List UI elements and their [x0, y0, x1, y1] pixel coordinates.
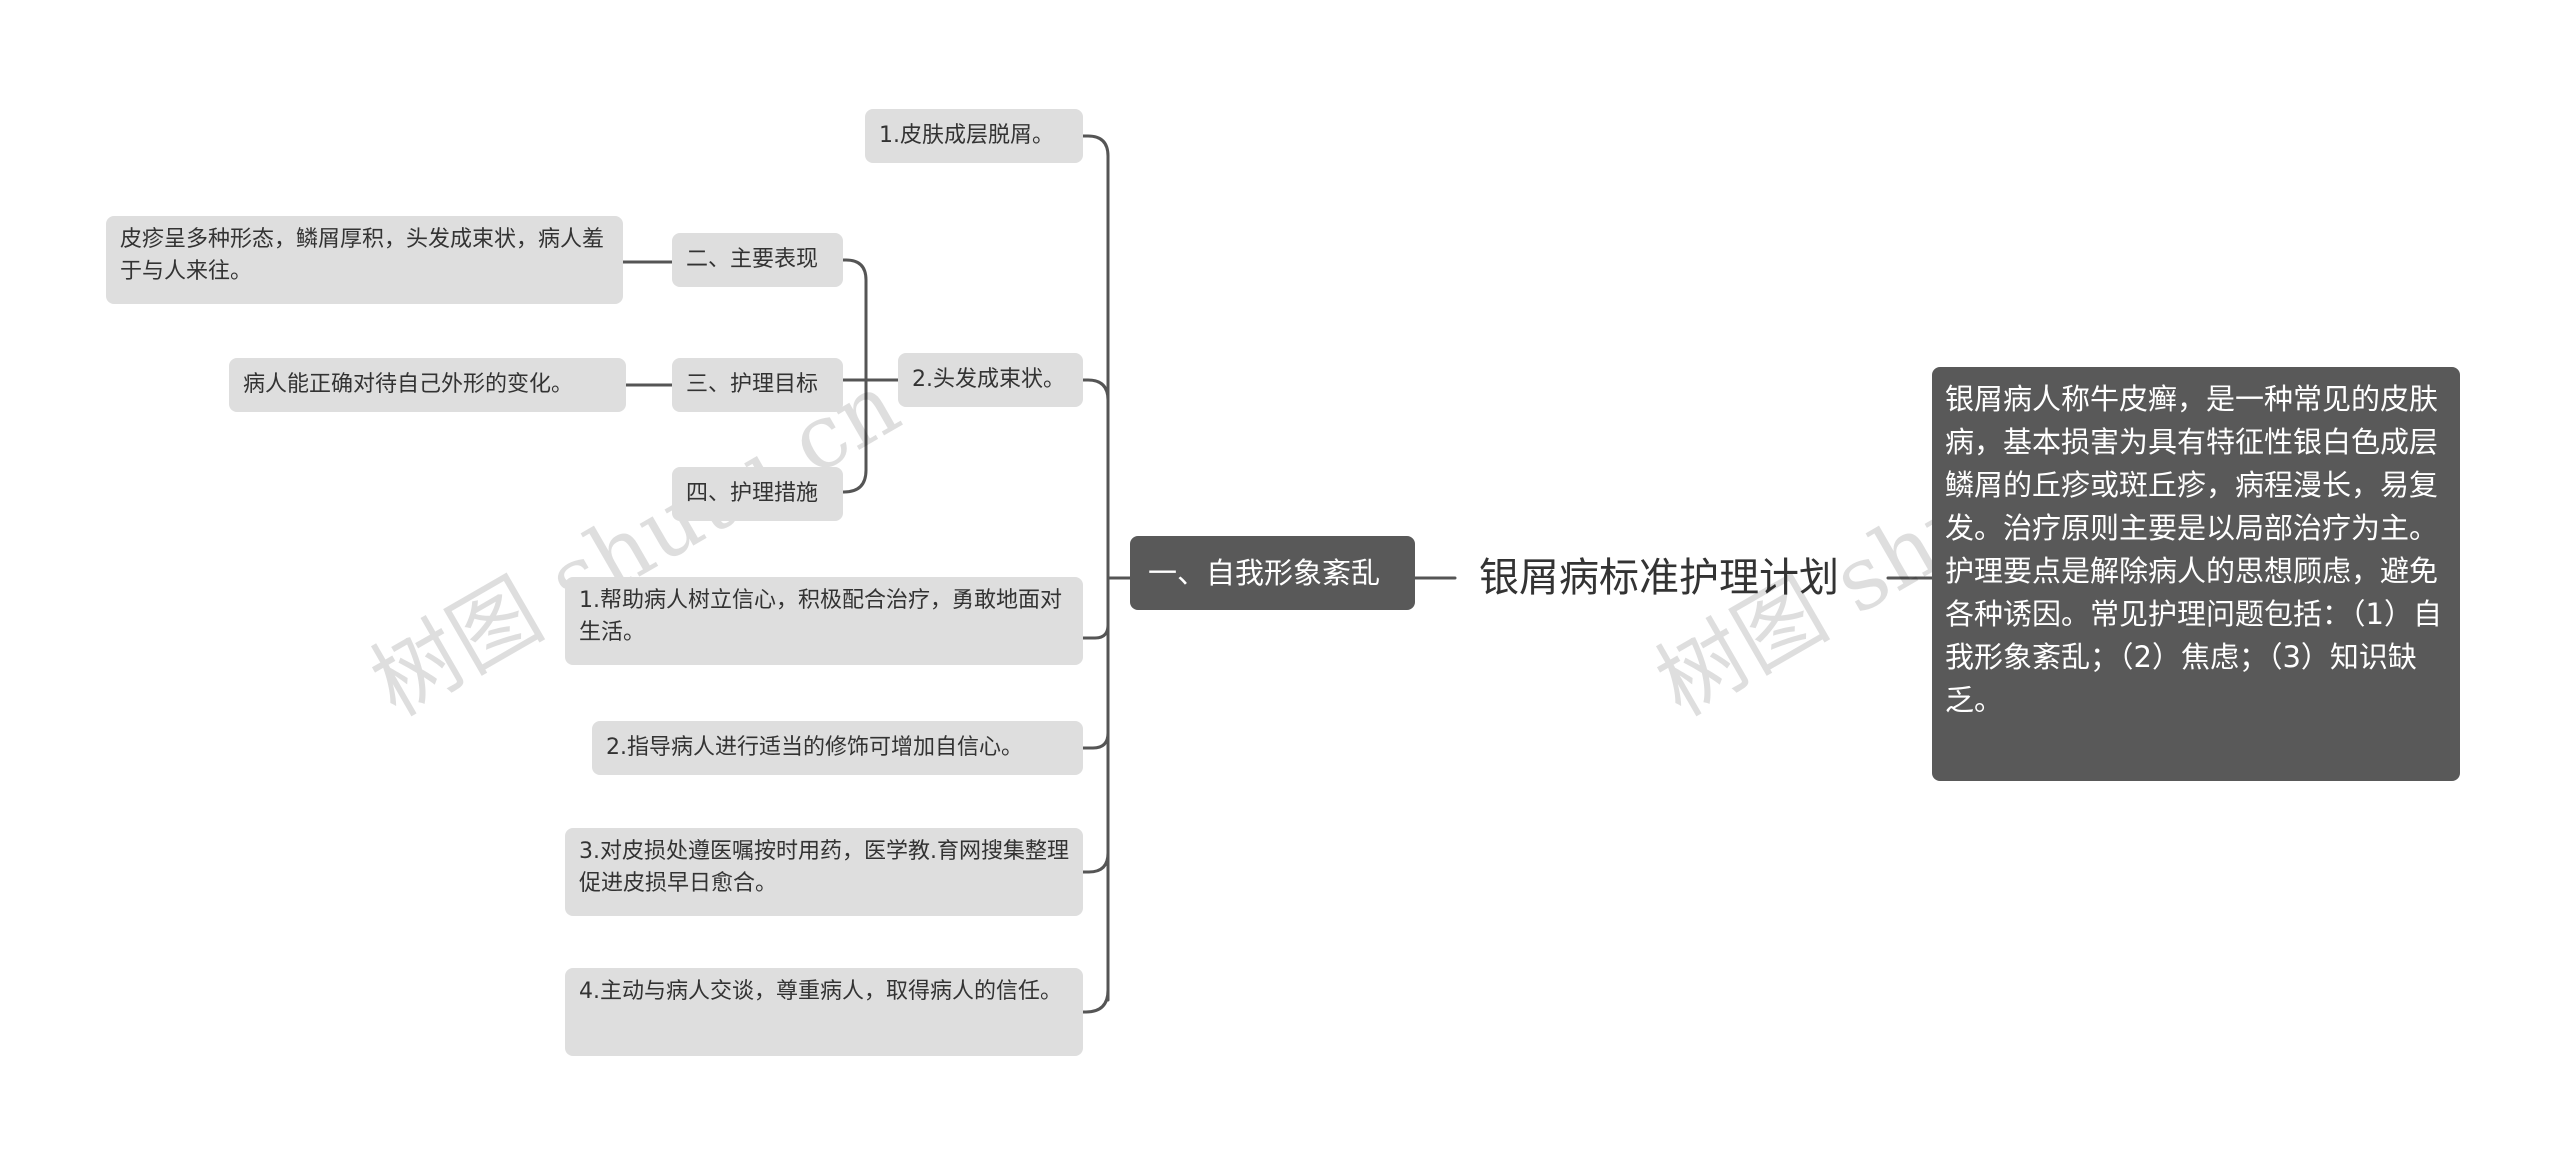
sub-node-main-symptoms[interactable]: 二、主要表现	[672, 233, 843, 287]
measure-node-medication[interactable]: 3.对皮损处遵医嘱按时用药，医学教.育网搜集整理促进皮损早日愈合。	[565, 828, 1083, 916]
measure-node-grooming[interactable]: 2.指导病人进行适当的修饰可增加自信心。	[592, 721, 1083, 775]
detail-node-symptoms[interactable]: 皮疹呈多种形态，鳞屑厚积，头发成束状，病人羞于与人来往。	[106, 216, 623, 304]
link-trunk-m3	[1081, 851, 1110, 874]
link-sub-s3	[841, 468, 868, 494]
sub-node-care-goal[interactable]: 三、护理目标	[672, 358, 843, 412]
child-node-skin-scaling[interactable]: 1.皮肤成层脱屑。	[865, 109, 1083, 163]
root-topic[interactable]: 银屑病标准护理计划	[1479, 555, 1839, 601]
link-trunk-m4	[1081, 988, 1110, 1014]
child-node-hair-bundles[interactable]: 2.头发成束状。	[898, 353, 1083, 407]
measure-node-communication[interactable]: 4.主动与病人交谈，尊重病人，取得病人的信任。	[565, 968, 1083, 1056]
link-trunk-m1	[1081, 623, 1110, 640]
detail-node-goal[interactable]: 病人能正确对待自己外形的变化。	[229, 358, 626, 412]
link-trunk-c1	[1081, 134, 1110, 158]
link-sub-s1	[841, 258, 868, 282]
main-branch-node[interactable]: 一、自我形象紊乱	[1130, 536, 1415, 610]
link-trunk-c2	[1081, 378, 1110, 402]
description-node[interactable]: 银屑病人称牛皮癣，是一种常见的皮肤病，基本损害为具有特征性银白色成层鳞屑的丘疹或…	[1932, 367, 2460, 781]
link-trunk-m2	[1081, 731, 1110, 750]
measure-node-build-confidence[interactable]: 1.帮助病人树立信心，积极配合治疗，勇敢地面对生活。	[565, 577, 1083, 665]
sub-node-care-measures[interactable]: 四、护理措施	[672, 467, 843, 521]
